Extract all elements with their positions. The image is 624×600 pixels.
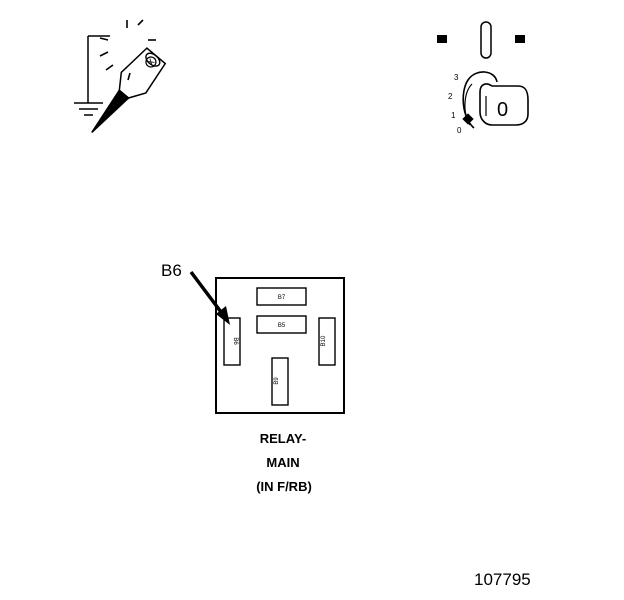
ground-symbol-icon bbox=[74, 36, 103, 116]
position-1-label: 1 bbox=[451, 111, 456, 120]
relay-caption-line-3: (IN F/RB) bbox=[256, 479, 312, 494]
pin-b7-label: B7 bbox=[278, 295, 286, 301]
pin-b5-label: B5 bbox=[278, 323, 286, 329]
light-rays-icon bbox=[99, 19, 156, 81]
pointer-arrow bbox=[189, 270, 230, 325]
relay-main: B7 B5 B6 B10 B9 B6 RELAY- MAIN (IN F/RB) bbox=[161, 261, 345, 494]
pin-b10-label: B10 bbox=[321, 335, 327, 346]
position-2-label: 2 bbox=[448, 92, 453, 101]
pin-b9-label: B9 bbox=[274, 377, 280, 385]
pin-b6 bbox=[223, 317, 241, 366]
pin-b5 bbox=[256, 315, 307, 334]
ignition-key-icon: 0 3 2 1 0 bbox=[437, 21, 529, 135]
relay-body bbox=[215, 277, 345, 414]
position-3-label: 3 bbox=[454, 73, 459, 82]
pin-b7 bbox=[256, 287, 307, 306]
pointer-label: B6 bbox=[161, 261, 182, 280]
pin-b6-label: B6 bbox=[232, 337, 238, 345]
figure-number: 107795 bbox=[474, 570, 531, 589]
position-0-label: 0 bbox=[457, 126, 462, 135]
relay-caption-line-1: RELAY- bbox=[260, 431, 306, 446]
test-light-probe-icon bbox=[74, 19, 167, 134]
pin-b10 bbox=[318, 317, 336, 366]
pin-b9 bbox=[271, 357, 289, 406]
key-position-label: 0 bbox=[497, 99, 508, 121]
relay-caption-line-2: MAIN bbox=[266, 455, 299, 470]
